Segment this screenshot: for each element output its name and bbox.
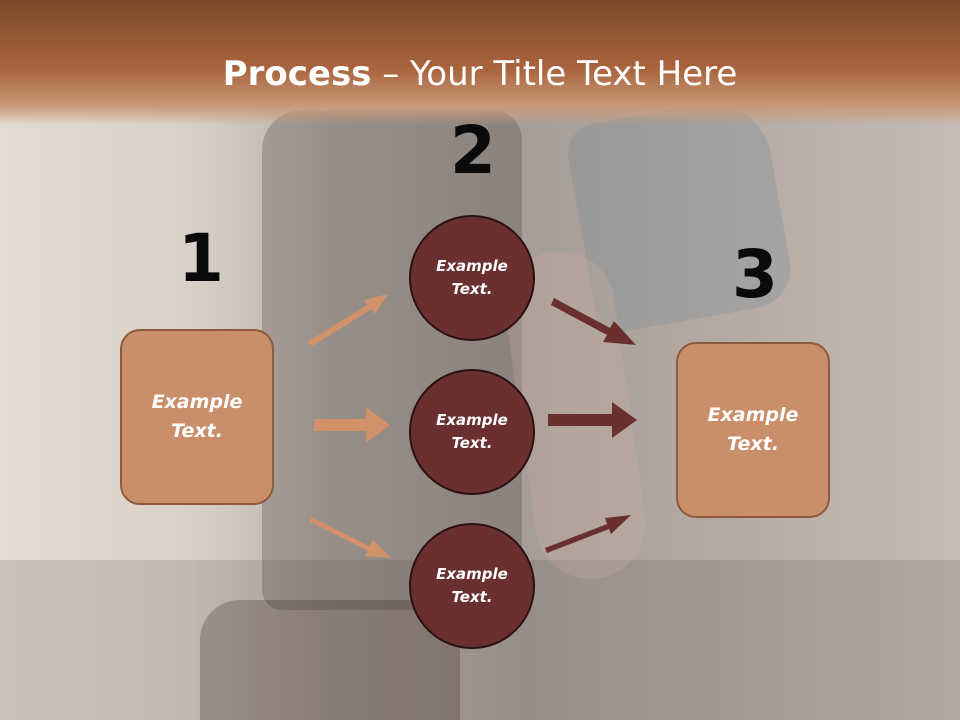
- title-bar: [0, 0, 960, 125]
- arrow-right-down: [545, 515, 631, 553]
- circle-middle: Example Text.: [409, 369, 535, 495]
- arrow-left-up: [307, 294, 388, 346]
- circle-bottom: Example Text.: [409, 523, 535, 649]
- step-number-3: 3: [732, 236, 778, 313]
- circle-bottom-text: Example Text.: [436, 565, 508, 606]
- step-number-2: 2: [450, 112, 496, 189]
- step-1-text: Example Text.: [151, 391, 243, 442]
- circle-middle-text: Example Text.: [436, 411, 508, 452]
- slide-title: Process – Your Title Text Here: [0, 54, 960, 94]
- step-3-text: Example Text.: [707, 404, 799, 455]
- arrow-right-middle: [548, 402, 637, 438]
- title-rest: – Your Title Text Here: [371, 54, 738, 94]
- background-shoe: [200, 600, 460, 720]
- arrow-right-up: [551, 298, 636, 345]
- arrow-left-middle: [314, 407, 390, 443]
- step-3-box: Example Text.: [676, 342, 830, 518]
- arrow-left-down: [310, 517, 391, 558]
- circle-top-text: Example Text.: [436, 257, 508, 298]
- circle-top: Example Text.: [409, 215, 535, 341]
- step-number-1: 1: [178, 220, 224, 297]
- title-bold: Process: [222, 54, 372, 94]
- step-1-box: Example Text.: [120, 329, 274, 505]
